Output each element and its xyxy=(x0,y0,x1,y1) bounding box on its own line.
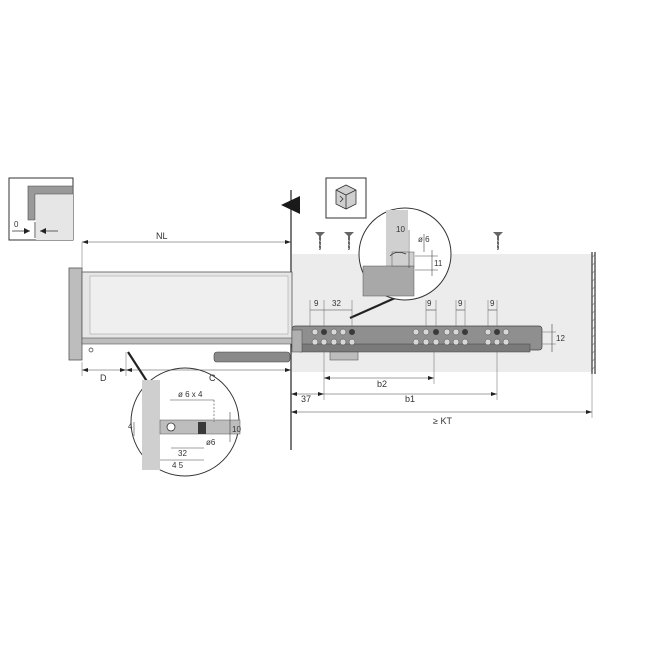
bottom-detail-45: 4 5 xyxy=(172,461,184,470)
hole-group-mid-2 xyxy=(443,328,469,346)
b1-label: b1 xyxy=(405,394,415,404)
top-detail-10: 10 xyxy=(396,225,405,234)
bottom-detail-phi6: ø6 xyxy=(206,438,216,447)
hole-group-front xyxy=(311,328,356,346)
dim-d-c: D C xyxy=(81,352,291,383)
dim-12: 12 xyxy=(542,324,565,352)
cabinet-symbol-icon xyxy=(325,177,367,219)
bottom-detail-4: 4 xyxy=(128,422,133,431)
dim-bottom: b2 37 b1 ≥ KT xyxy=(291,350,593,426)
dim-9-c: 9 xyxy=(458,299,463,308)
c-label: C xyxy=(209,373,216,383)
dim-12-label: 12 xyxy=(556,334,565,343)
hole-group-mid-1 xyxy=(412,328,440,346)
top-detail-phi6: ø 6 xyxy=(418,235,430,244)
screw-icon xyxy=(493,232,503,251)
b2-label: b2 xyxy=(377,379,387,389)
dim-nl: NL xyxy=(81,231,291,270)
dim-9-b: 9 xyxy=(427,299,432,308)
bottom-detail-32: 32 xyxy=(178,449,187,458)
dim-9-d: 9 xyxy=(490,299,495,308)
screw-icon xyxy=(344,232,354,251)
dim-32: 32 xyxy=(332,299,341,308)
hole-group-rear xyxy=(484,328,510,346)
nl-label: NL xyxy=(156,231,168,241)
dim-37-label: 37 xyxy=(301,394,311,404)
drawer-body xyxy=(68,267,299,361)
kt-label: ≥ KT xyxy=(433,416,452,426)
bottom-detail-phi6x4: ø 6 x 4 xyxy=(178,390,203,399)
dim-9-a: 9 xyxy=(314,299,319,308)
cabinet-back-wall xyxy=(591,252,596,374)
screw-icon xyxy=(315,232,325,251)
bottom-detail-10: 10 xyxy=(232,425,241,434)
dim-hole-spacing: 9 32 9 9 9 xyxy=(309,299,498,326)
d-label: D xyxy=(100,373,107,383)
bottom-detail-circle: ø 6 x 4 4 10 ø6 32 4 5 xyxy=(127,351,241,477)
top-detail-circle: 10 ø 6 11 xyxy=(349,207,452,320)
inset-zero-label: 0 xyxy=(14,220,19,229)
top-detail-11: 11 xyxy=(434,259,443,268)
mounting-holes xyxy=(311,328,510,346)
front-line-arrow xyxy=(281,196,300,214)
front-gap-inset: 0 xyxy=(8,177,74,241)
